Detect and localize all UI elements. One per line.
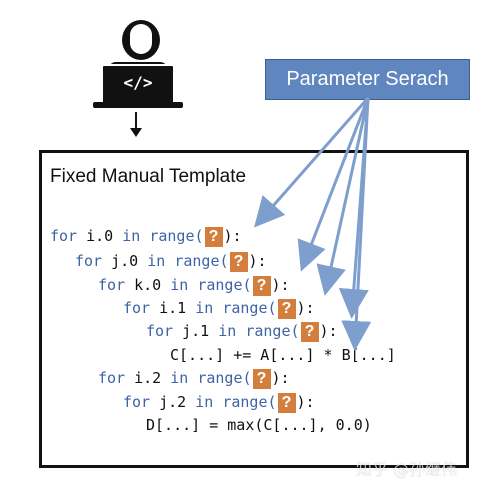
in-keyword: in xyxy=(195,299,214,317)
range-call: range( xyxy=(149,227,204,245)
loop-line: for i.2 in range(?): xyxy=(98,367,290,389)
loop-end: ): xyxy=(296,393,315,411)
for-keyword: for xyxy=(50,227,78,245)
in-keyword: in xyxy=(122,227,141,245)
loop-end: ): xyxy=(271,276,290,294)
loop-target: k.0 xyxy=(134,276,162,294)
parameter-placeholder: ? xyxy=(277,298,296,319)
for-keyword: for xyxy=(146,322,174,340)
loop-line: for k.0 in range(?): xyxy=(98,274,290,296)
parameter-search-box: Parameter Serach xyxy=(265,59,470,100)
programmer-icon: </> xyxy=(93,20,183,108)
loop-line: for i.1 in range(?): xyxy=(123,297,315,319)
parameter-placeholder: ? xyxy=(229,251,248,272)
range-call: range( xyxy=(197,276,252,294)
loop-end: ): xyxy=(248,252,267,270)
loop-line: for j.0 in range(?): xyxy=(75,250,267,272)
code-icon: </> xyxy=(123,73,153,92)
parameter-placeholder: ? xyxy=(277,392,296,413)
code-statement-line: D[...] = max(C[...], 0.0) xyxy=(146,414,372,436)
range-call: range( xyxy=(245,322,300,340)
face-icon xyxy=(130,34,152,54)
loop-end: ): xyxy=(223,227,242,245)
loop-end: ): xyxy=(271,369,290,387)
parameter-placeholder: ? xyxy=(252,368,271,389)
range-call: range( xyxy=(222,393,277,411)
loop-target: i.1 xyxy=(159,299,187,317)
in-keyword: in xyxy=(218,322,237,340)
range-call: range( xyxy=(222,299,277,317)
for-keyword: for xyxy=(98,369,126,387)
fixed-manual-template-box xyxy=(39,150,469,468)
loop-end: ): xyxy=(296,299,315,317)
down-arrow-line xyxy=(135,112,137,132)
watermark: 知乎 @孙继伟 xyxy=(356,460,458,479)
range-call: range( xyxy=(197,369,252,387)
loop-target: i.0 xyxy=(86,227,114,245)
code-statement-line: C[...] += A[...] * B[...] xyxy=(170,344,396,366)
statement-text: D[...] = max(C[...], 0.0) xyxy=(146,416,372,434)
parameter-placeholder: ? xyxy=(252,275,271,296)
loop-target: j.2 xyxy=(159,393,187,411)
loop-target: i.2 xyxy=(134,369,162,387)
in-keyword: in xyxy=(147,252,166,270)
down-arrow-head xyxy=(130,128,142,137)
head-icon xyxy=(122,20,160,60)
statement-text: C[...] += A[...] * B[...] xyxy=(170,346,396,364)
for-keyword: for xyxy=(75,252,103,270)
laptop-base-icon xyxy=(93,102,183,108)
loop-line: for j.2 in range(?): xyxy=(123,391,315,413)
for-keyword: for xyxy=(123,299,151,317)
loop-line: for i.0 in range(?): xyxy=(50,225,242,247)
loop-target: j.1 xyxy=(182,322,210,340)
in-keyword: in xyxy=(195,393,214,411)
range-call: range( xyxy=(174,252,229,270)
template-title: Fixed Manual Template xyxy=(50,166,247,187)
hair-icon xyxy=(130,24,152,36)
loop-end: ): xyxy=(319,322,338,340)
loop-target: j.0 xyxy=(111,252,139,270)
loop-line: for j.1 in range(?): xyxy=(146,320,338,342)
for-keyword: for xyxy=(98,276,126,294)
parameter-placeholder: ? xyxy=(300,321,319,342)
in-keyword: in xyxy=(170,276,189,294)
parameter-placeholder: ? xyxy=(204,226,223,247)
for-keyword: for xyxy=(123,393,151,411)
in-keyword: in xyxy=(170,369,189,387)
